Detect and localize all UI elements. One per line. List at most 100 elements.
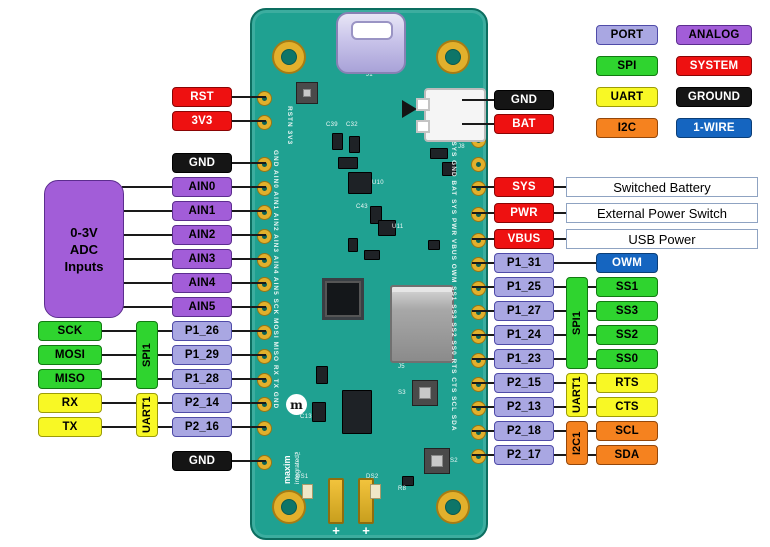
wire [232,96,266,98]
wire [232,120,266,122]
component [342,390,372,434]
maxim-silk-text: maxim [282,455,292,484]
pushbutton-s3 [412,380,438,406]
component [332,133,343,150]
pin-pad [257,115,272,130]
silk-left-header: GND AIN0 AIN1 AIN2 AIN3 AIN4 AIN5 SCK MO… [272,150,279,410]
battery-terminal [416,120,430,133]
pin-pad [257,205,272,220]
pin-pad [257,455,272,470]
pin-label-ain4: AIN4 [172,273,232,293]
pin-label-bat: BAT [494,114,554,134]
signal-label-rts: RTS [596,373,658,393]
ref-designator: U10 [372,180,384,186]
ref-designator: C39 [326,122,338,128]
component [338,157,358,169]
pin-pad [257,373,272,388]
pin-label-p1-24: P1_24 [494,325,554,345]
pin-pad [471,401,486,416]
mounting-hole [272,490,306,524]
polarity-triangle-icon [402,100,417,118]
led-ds1 [302,484,313,499]
pin-label-gnd-right: GND [494,90,554,110]
pin-pad [257,301,272,316]
component [364,250,380,260]
pin-pad [471,449,486,464]
pin-pad [257,253,272,268]
pin-label-vbus: VBUS [494,229,554,249]
micro-usb-connector [336,12,406,74]
pin-label-p1-25: P1_25 [494,277,554,297]
pin-label-p2-15: P2_15 [494,373,554,393]
signal-label-ss1: SS1 [596,277,658,297]
battery-terminal [416,98,430,111]
desc-usb-power: USB Power [566,229,758,249]
pin-label-sys: SYS [494,177,554,197]
legend-port: PORT [596,25,658,45]
ref-designator: DS2 [366,474,379,480]
pin-label-p1-31: P1_31 [494,253,554,273]
component [370,206,382,224]
pin-pad [471,353,486,368]
pin-pad [471,329,486,344]
pushbutton-s2 [424,448,450,474]
ref-designator: C43 [356,204,368,210]
signal-label-tx: TX [38,417,102,437]
ref-designator: C32 [346,122,358,128]
mcu-chip [322,278,364,320]
signal-label-cts: CTS [596,397,658,417]
pin-label-p1-29: P1_29 [172,345,232,365]
legend-i2c: I2C [596,118,658,138]
pin-label-ain5: AIN5 [172,297,232,317]
pin-pad [471,207,486,222]
pin-pad [257,397,272,412]
component [442,162,456,176]
pin-pad [471,157,486,172]
component [349,136,360,153]
component [378,220,396,236]
legend-ground: GROUND [676,87,752,107]
legend-system: SYSTEM [676,56,752,76]
adc-inputs-box: 0-3V ADC Inputs [44,180,124,318]
wire [462,123,494,125]
ref-designator: C13 [300,414,312,420]
pin-pad [257,229,272,244]
component [402,476,414,486]
desc-external-power-switch: External Power Switch [566,203,758,223]
ref-designator: U11 [392,224,404,230]
pin-label-p2-16: P2_16 [172,417,232,437]
signal-label-mosi: MOSI [38,345,102,365]
mounting-hole [436,40,470,74]
signal-label-ss3: SS3 [596,301,658,321]
pin-label-p1-26: P1_26 [172,321,232,341]
charge-pad [328,478,344,524]
mounting-hole [436,490,470,524]
signal-label-ss2: SS2 [596,325,658,345]
silk-right-header: VSYS GND BAT SYS PWR VBUS OWM SS1 SS3 SS… [450,136,457,432]
pin-label-ain3: AIN3 [172,249,232,269]
pin-pad [257,325,272,340]
legend-spi: SPI [596,56,658,76]
adc-line: ADC [69,241,99,257]
component [348,172,372,194]
wire [232,460,266,462]
pin-pad [257,91,272,106]
ref-designator: J5 [398,364,405,370]
pin-pad [257,181,272,196]
pin-pad [471,233,486,248]
pin-label-p2-13: P2_13 [494,397,554,417]
wire [232,162,266,164]
pin-pad [471,181,486,196]
pin-label-rst: RST [172,87,232,107]
pin-pad [257,157,272,172]
ref-designator: S2 [450,458,458,464]
pin-label-p2-18: P2_18 [494,421,554,441]
signal-label-owm: OWM [596,253,658,273]
pin-label-gnd-bottom: GND [172,451,232,471]
silk-top-left: RSTN 3V3 [286,106,293,146]
ref-designator: DS1 [296,474,309,480]
ref-designator: J1 [366,72,373,78]
pin-pad [471,425,486,440]
mounting-hole [272,40,306,74]
pin-label-p1-27: P1_27 [494,301,554,321]
